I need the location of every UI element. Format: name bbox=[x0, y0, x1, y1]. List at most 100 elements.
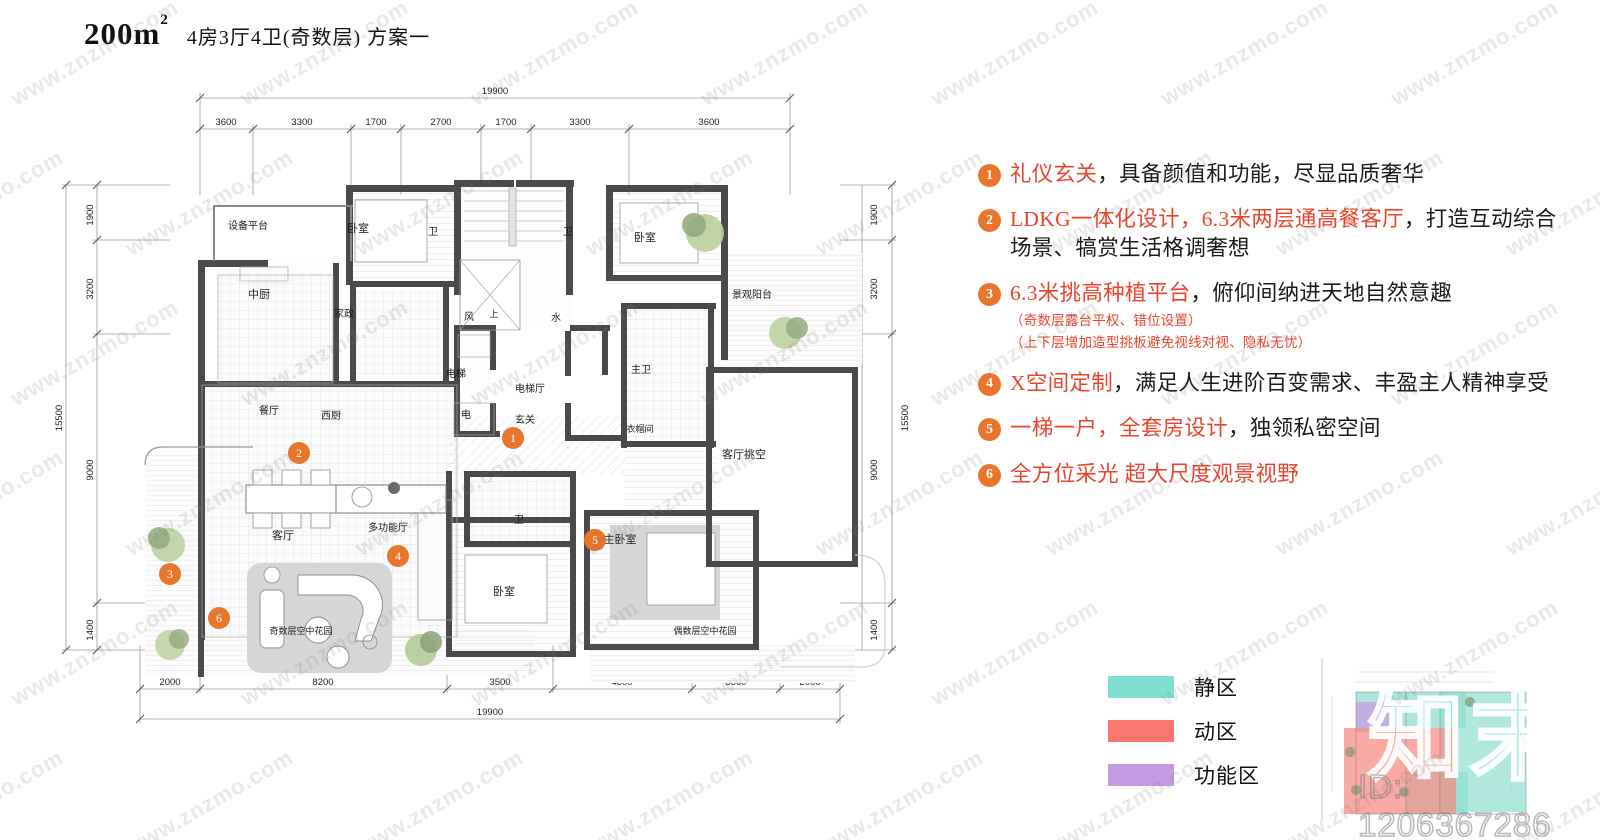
room-label: 餐厅 bbox=[259, 404, 279, 417]
marker-circle bbox=[208, 607, 230, 629]
feature-note-text: 6.3米挑高种植平台，俯仰间纳进天地自然意趣 bbox=[1010, 279, 1452, 307]
plan-marker-5[interactable]: 5 bbox=[584, 529, 606, 551]
feature-note-number: 4 bbox=[978, 372, 1001, 396]
room-label: 卧室 bbox=[493, 584, 515, 598]
title-area-value: 200 bbox=[84, 16, 134, 51]
dim-right-seg-1: 3200 bbox=[869, 278, 880, 299]
plan-marker-6[interactable]: 6 bbox=[208, 607, 230, 629]
room-label-group: 设备平台中厨卧室家政卫卫卧室风上水电梯电梯厅电玄关主卫景观阳台客厅挑空衣帽间餐厅… bbox=[228, 219, 772, 636]
feature-note-text: 一梯一户，全套房设计，独领私密空间 bbox=[1010, 414, 1381, 442]
room-label: 风 bbox=[464, 311, 474, 323]
marker-number: 5 bbox=[592, 533, 598, 547]
watermark-text: www.znzmo.com bbox=[926, 0, 1103, 111]
plan-marker-2[interactable]: 2 bbox=[288, 442, 310, 464]
zone-diagram-svg bbox=[1298, 640, 1598, 840]
feature-note-body: LDKG一体化设计，6.3米两层通高餐客厅，打造互动综合场景、犒赏生活格调奢想 bbox=[1010, 205, 1578, 262]
legend-row: 功能区 bbox=[1108, 760, 1260, 790]
feature-note-highlight: 6.3米挑高种植平台 bbox=[1010, 281, 1191, 306]
marker-number: 1 bbox=[510, 431, 516, 445]
feature-note-number: 2 bbox=[978, 209, 1001, 233]
marker-number: 2 bbox=[296, 446, 302, 460]
feature-note-number: 5 bbox=[978, 418, 1001, 442]
dim-right-seg-2: 9000 bbox=[869, 459, 880, 480]
marker-number: 6 bbox=[216, 611, 222, 625]
room-label: 电梯 bbox=[446, 367, 466, 380]
title-area-superscript: 2 bbox=[160, 11, 169, 28]
dim-left-seg-0: 1900 bbox=[85, 204, 96, 225]
room-label: 水 bbox=[551, 312, 561, 324]
dim-left-seg-1: 3200 bbox=[85, 278, 96, 299]
feature-note-6: 6 全方位采光 超大尺度观景视野 bbox=[978, 460, 1578, 488]
feature-note-number: 3 bbox=[978, 283, 1001, 307]
feature-note-text: LDKG一体化设计，6.3米两层通高餐客厅，打造互动综合场景、犒赏生活格调奢想 bbox=[1010, 205, 1578, 262]
title-subtitle: 4房3厅4卫(奇数层) 方案一 bbox=[186, 27, 431, 49]
feature-note-body: 6.3米挑高种植平台，俯仰间纳进天地自然意趣 （奇数层露台平权、错位设置） （上下层… bbox=[1010, 279, 1452, 352]
legend-swatch bbox=[1108, 764, 1174, 786]
marker-circle bbox=[502, 427, 524, 449]
dim-top-total: 19900 bbox=[482, 86, 508, 97]
plan-marker-1[interactable]: 1 bbox=[502, 427, 524, 449]
legend-row: 静区 bbox=[1108, 672, 1260, 702]
room-label: 多功能厅 bbox=[368, 521, 408, 534]
dim-bottom-seg-2: 3500 bbox=[489, 677, 510, 688]
room-label: 主卫 bbox=[631, 364, 651, 376]
dimension-top-ticks bbox=[195, 93, 795, 134]
room-label: 卫 bbox=[428, 227, 438, 238]
feature-note-number: 6 bbox=[978, 463, 1001, 487]
feature-note-rest: ，具备颜值和功能，尽显品质奢华 bbox=[1097, 162, 1425, 186]
feature-note-body: 礼仪玄关，具备颜值和功能，尽显品质奢华 bbox=[1010, 160, 1424, 188]
dim-top-seg-1: 3300 bbox=[291, 117, 312, 128]
page-title: 200m2 4房3厅4卫(奇数层) 方案一 bbox=[84, 12, 431, 52]
dim-top-seg-5: 3300 bbox=[569, 117, 590, 128]
plan-marker-4[interactable]: 4 bbox=[387, 545, 409, 567]
garden-outline bbox=[781, 554, 886, 668]
marker-circle bbox=[387, 545, 409, 567]
feature-note-text: 礼仪玄关，具备颜值和功能，尽显品质奢华 bbox=[1010, 160, 1424, 188]
floor-plan: 19900 3600 3300 1700 2700 1700 3300 3600 bbox=[50, 85, 940, 725]
room-label: 玄关 bbox=[515, 413, 535, 426]
dim-right-seg-3: 1400 bbox=[869, 619, 880, 640]
dim-bottom-seg-1: 8200 bbox=[312, 677, 333, 688]
room-label: 西厨 bbox=[321, 410, 341, 422]
floor-plan-drawing: 19900 3600 3300 1700 2700 1700 3300 3600 bbox=[54, 86, 911, 724]
room-label: 设备平台 bbox=[228, 219, 268, 232]
title-area: 200m2 bbox=[84, 12, 169, 52]
dimension-left bbox=[62, 184, 170, 651]
watermark-text: www.znzmo.com bbox=[1156, 0, 1333, 111]
furniture-dining bbox=[245, 469, 447, 529]
feature-note-body: 一梯一户，全套房设计，独领私密空间 bbox=[1010, 414, 1381, 442]
room-label: 衣帽间 bbox=[626, 423, 653, 434]
dim-right-seg-0: 1900 bbox=[869, 204, 880, 225]
room-label: 上 bbox=[489, 309, 498, 319]
dim-top-seg-6: 3600 bbox=[698, 117, 719, 128]
dim-top-seg-3: 2700 bbox=[430, 117, 451, 128]
watermark-text: www.znzmo.com bbox=[121, 744, 298, 840]
feature-note-subtext: （上下层增加造型挑板避免视线对视、隐私无忧） bbox=[1010, 334, 1312, 350]
plan-marker-3[interactable]: 3 bbox=[159, 563, 181, 585]
feature-note-5: 5 一梯一户，全套房设计，独领私密空间 bbox=[978, 414, 1578, 442]
dim-left-seg-3: 1400 bbox=[85, 619, 96, 640]
feature-note-text: 全方位采光 超大尺度观景视野 bbox=[1010, 460, 1299, 488]
legend-label: 功能区 bbox=[1194, 764, 1260, 788]
feature-note-subtext: （奇数层露台平权、错位设置） bbox=[1010, 312, 1202, 328]
room-label: 主卧室 bbox=[604, 532, 637, 546]
marker-number: 3 bbox=[167, 567, 173, 581]
feature-note-2: 2 LDKG一体化设计，6.3米两层通高餐客厅，打造互动综合场景、犒赏生活格调奢想 bbox=[978, 205, 1578, 262]
marker-number: 4 bbox=[395, 549, 401, 563]
room-label: 卫 bbox=[563, 227, 573, 238]
dim-left-seg-2: 9000 bbox=[85, 459, 96, 480]
feature-note-highlight: X空间定制 bbox=[1010, 370, 1114, 395]
room-label: 卧室 bbox=[347, 221, 369, 235]
watermark-text: www.znzmo.com bbox=[926, 594, 1103, 711]
furniture-living bbox=[247, 563, 392, 673]
marker-circle bbox=[584, 529, 606, 551]
feature-note-number: 1 bbox=[978, 164, 1001, 187]
room-label: 卫 bbox=[514, 515, 524, 526]
dim-top-seg-4: 1700 bbox=[495, 117, 516, 128]
room-label: 电梯厅 bbox=[515, 382, 545, 395]
room-label: 中厨 bbox=[248, 288, 270, 301]
watermark-text: www.znzmo.com bbox=[351, 744, 528, 840]
feature-note-1: 1 礼仪玄关，具备颜值和功能，尽显品质奢华 bbox=[978, 160, 1578, 188]
watermark-text: www.znzmo.com bbox=[581, 744, 758, 840]
